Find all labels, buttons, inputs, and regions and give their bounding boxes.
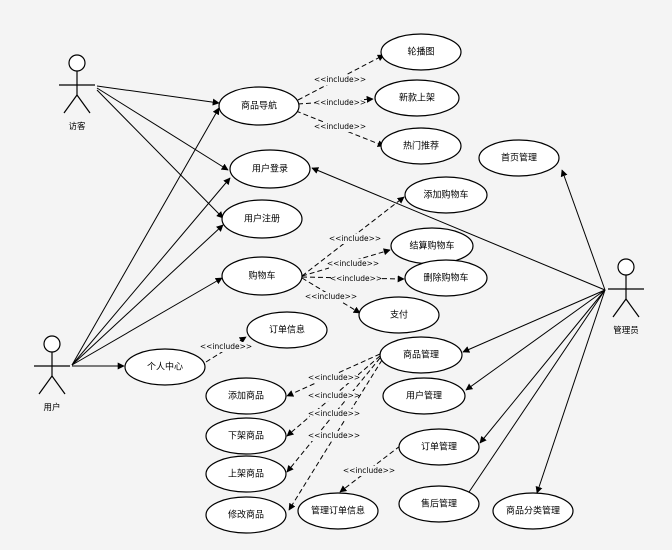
include-label-nav-hot: <<include>> xyxy=(314,122,366,131)
admin-ordermgmt-line xyxy=(479,289,606,444)
svg-text:用户管理: 用户管理 xyxy=(406,390,442,402)
svg-text:新款上架: 新款上架 xyxy=(399,92,435,104)
usecase-mgmtorderinfo: 管理订单信息 xyxy=(297,492,379,530)
include-label-order-mgmtinfo: <<include>> xyxy=(343,466,395,475)
usecase-catmgmt: 商品分类管理 xyxy=(492,492,574,530)
include-label-cart-addcart: <<include>> xyxy=(329,234,381,243)
include-label-goods-edit: <<include>> xyxy=(308,431,360,440)
svg-text:商品管理: 商品管理 xyxy=(403,349,439,361)
admin-homemgmt-line xyxy=(560,169,606,291)
actor-head xyxy=(617,258,635,276)
usecase-homemgmt: 首页管理 xyxy=(478,139,560,177)
include-labels: <<include>> <<include>> <<include>> <<in… xyxy=(200,75,395,476)
nav-new-line xyxy=(297,95,374,105)
svg-text:管理订单信息: 管理订单信息 xyxy=(311,505,365,517)
svg-text:首页管理: 首页管理 xyxy=(501,152,537,164)
svg-text:购物车: 购物车 xyxy=(248,270,275,282)
svg-text:修改商品: 修改商品 xyxy=(228,509,264,521)
actor-visitor-label: 访客 xyxy=(68,121,86,132)
svg-text:用户登录: 用户登录 xyxy=(252,163,288,175)
user-nav-line xyxy=(71,107,220,366)
association-lines xyxy=(71,85,606,499)
include-label-nav-new: <<include>> xyxy=(314,98,366,107)
include-label-nav-carousel: <<include>> xyxy=(314,75,366,84)
admin-goodsmgmt-line xyxy=(462,289,606,353)
svg-text:上架商品: 上架商品 xyxy=(228,468,264,480)
actor-visitor: 访客 xyxy=(59,54,95,132)
usecase-personal: 个人中心 xyxy=(124,348,206,386)
goodsmgmt-offshelf-line xyxy=(286,355,381,437)
include-label-goods-off: <<include>> xyxy=(308,391,360,400)
include-label-goods-add: <<include>> xyxy=(308,373,360,382)
actor-head xyxy=(68,54,86,72)
usecase-goodsmgmt: 商品管理 xyxy=(379,336,463,374)
svg-text:售后管理: 售后管理 xyxy=(421,498,457,510)
usecase-addcart: 添加购物车 xyxy=(404,176,488,214)
svg-text:订单管理: 订单管理 xyxy=(421,441,457,453)
svg-text:删除购物车: 删除购物车 xyxy=(423,272,468,284)
admin-catmgmt-line xyxy=(535,289,606,494)
usecase-ordermgmt: 订单管理 xyxy=(398,428,480,466)
usecase-pay: 支付 xyxy=(358,296,440,334)
svg-text:用户注册: 用户注册 xyxy=(244,213,280,225)
include-label-personal-orderinfo: <<include>> xyxy=(200,342,252,351)
svg-text:支付: 支付 xyxy=(390,309,408,321)
include-label-cart-delcart: <<include>> xyxy=(330,274,382,283)
usecase-hot: 热门推荐 xyxy=(380,127,462,165)
svg-text:轮播图: 轮播图 xyxy=(407,46,434,58)
usecase-delcart: 删除购物车 xyxy=(404,259,488,297)
usecase-cart: 购物车 xyxy=(221,256,303,296)
admin-usermgmt-line xyxy=(465,289,606,391)
usecase-new: 新款上架 xyxy=(374,79,460,117)
actor-user: 用户 xyxy=(34,335,70,413)
usecase-aftersale: 售后管理 xyxy=(398,485,480,523)
svg-text:商品分类管理: 商品分类管理 xyxy=(506,505,560,517)
user-cart-line xyxy=(71,277,223,366)
svg-text:添加购物车: 添加购物车 xyxy=(423,189,468,201)
include-label-goods-on: <<include>> xyxy=(308,409,360,418)
svg-text:下架商品: 下架商品 xyxy=(228,430,264,442)
svg-text:添加商品: 添加商品 xyxy=(228,390,264,402)
svg-text:结算购物车: 结算购物车 xyxy=(409,240,454,252)
actor-admin-label: 管理员 xyxy=(613,325,639,336)
include-label-cart-pay: <<include>> xyxy=(305,292,357,301)
usecase-onshelf: 上架商品 xyxy=(205,455,287,493)
actor-user-label: 用户 xyxy=(43,402,60,413)
usecase-register: 用户注册 xyxy=(221,199,303,239)
visitor-register-line xyxy=(96,89,224,219)
svg-text:热门推荐: 热门推荐 xyxy=(403,140,439,152)
usecase-usermgmt: 用户管理 xyxy=(382,377,466,415)
visitor-login-line xyxy=(96,87,229,171)
usecase-carousel: 轮播图 xyxy=(380,33,462,71)
usecase-checkout: 结算购物车 xyxy=(390,227,474,265)
ordermgmt-mgmtorderinfo-line xyxy=(339,445,401,493)
usecase-editgoods: 修改商品 xyxy=(205,496,287,534)
usecase-offshelf: 下架商品 xyxy=(205,417,287,455)
svg-text:个人中心: 个人中心 xyxy=(147,361,183,373)
svg-text:订单信息: 订单信息 xyxy=(269,324,305,336)
user-login-line xyxy=(71,177,231,366)
usecase-nav: 商品导航 xyxy=(218,86,300,126)
svg-text:商品导航: 商品导航 xyxy=(241,100,277,112)
usecase-orderinfo: 订单信息 xyxy=(246,311,328,349)
admin-login-line xyxy=(311,167,606,291)
cart-checkout-line xyxy=(301,248,391,277)
include-label-cart-checkout: <<include>> xyxy=(327,259,379,268)
actor-admin: 管理员 xyxy=(608,258,644,336)
actor-head xyxy=(43,335,61,353)
usecase-login: 用户登录 xyxy=(229,149,311,189)
usecase-addgoods: 添加商品 xyxy=(205,377,287,415)
admin-aftersale-line xyxy=(464,289,606,499)
visitor-nav-line xyxy=(96,85,220,106)
user-register-line xyxy=(71,224,224,366)
